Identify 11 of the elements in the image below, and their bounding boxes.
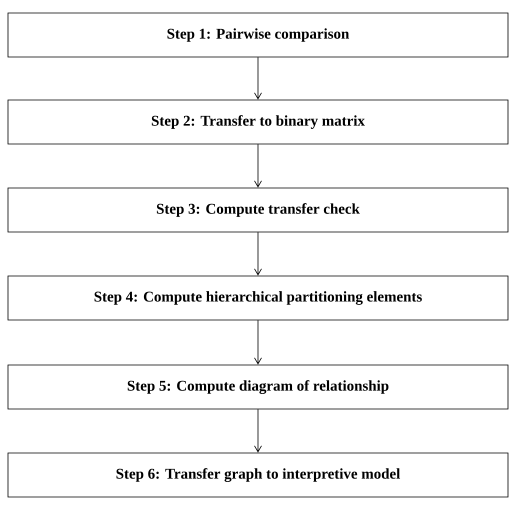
step-box: Step 3: Compute transfer check (8, 188, 508, 232)
arrow (254, 144, 262, 188)
arrow (254, 409, 262, 453)
step-box: Step 2: Transfer to binary matrix (8, 100, 508, 144)
step-box: Step 4: Compute hierarchical partitioning elements (8, 276, 508, 320)
arrow (254, 232, 262, 276)
step-box: Step 5: Compute diagram of relationship (8, 364, 508, 410)
step-box: Step 6: Transfer graph to interpretive model (8, 452, 508, 498)
arrow (254, 320, 262, 365)
step-box: Step 1: Pairwise comparison (8, 12, 508, 58)
arrow (254, 57, 262, 100)
